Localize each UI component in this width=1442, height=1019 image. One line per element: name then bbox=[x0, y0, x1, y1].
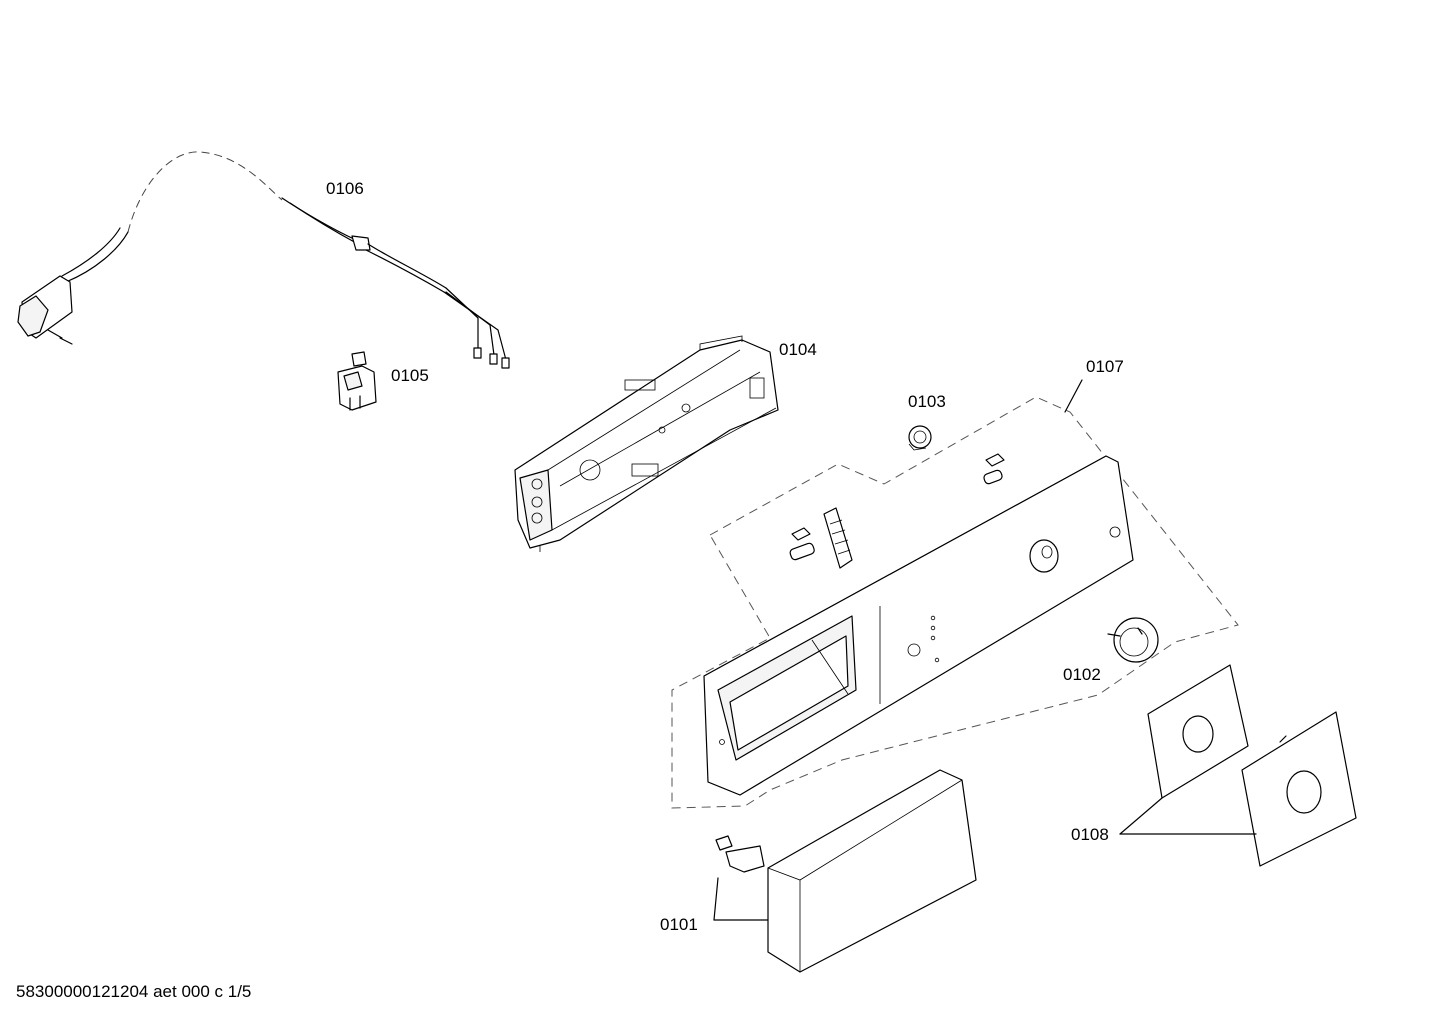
power-cable-0106 bbox=[17, 151, 510, 369]
label-0108: 0108 bbox=[1071, 825, 1109, 844]
drawing-reference: 58300000121204 aet 000 c 1/5 bbox=[16, 982, 252, 1001]
label-0103: 0103 bbox=[908, 392, 946, 411]
label-0104: 0104 bbox=[779, 340, 817, 359]
group-outline-0107 bbox=[671, 396, 1239, 809]
program-knob-0102 bbox=[1107, 617, 1159, 663]
leader-lines bbox=[713, 379, 1257, 921]
label-0107: 0107 bbox=[1086, 357, 1124, 376]
knob-0103 bbox=[908, 425, 932, 451]
panel-covers-0108 bbox=[1147, 664, 1357, 867]
control-module-0104 bbox=[514, 335, 779, 552]
label-0102: 0102 bbox=[1063, 665, 1101, 684]
label-0106: 0106 bbox=[326, 179, 364, 198]
label-0101: 0101 bbox=[660, 915, 698, 934]
switch-0105 bbox=[337, 351, 377, 411]
handle-0101 bbox=[715, 769, 977, 973]
small-buttons bbox=[789, 453, 1005, 569]
control-panel bbox=[703, 455, 1134, 796]
label-0105: 0105 bbox=[391, 366, 429, 385]
